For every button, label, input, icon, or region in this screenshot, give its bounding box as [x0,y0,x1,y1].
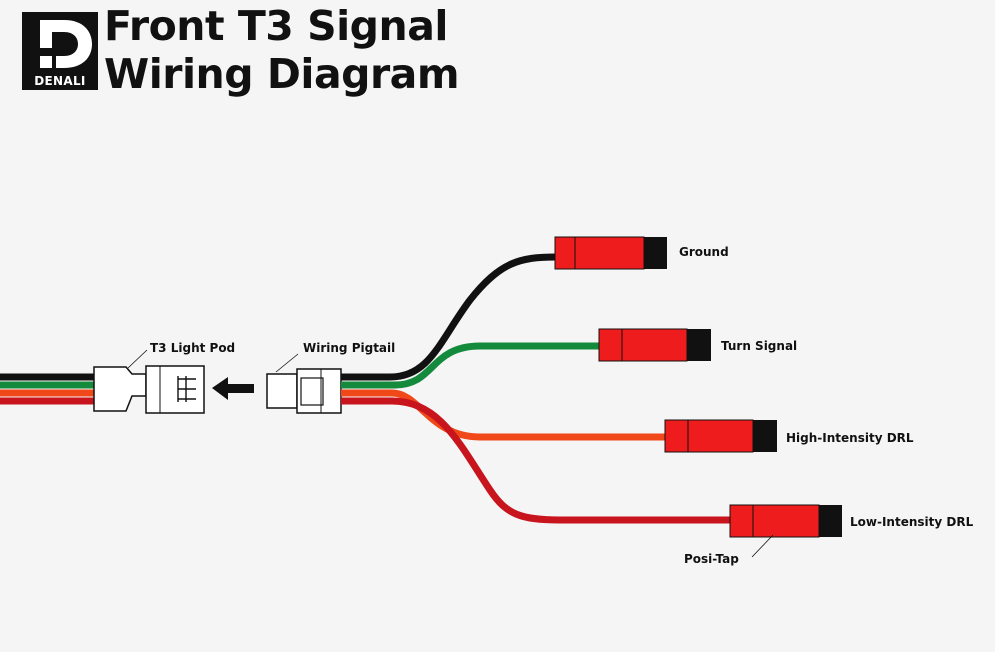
page-title: Front T3 Signal Wiring Diagram [104,2,460,98]
denali-d-mark-icon [28,18,92,74]
pigtail-connector [266,353,342,414]
title-line-1: Front T3 Signal [104,2,448,50]
turn-signal-label: Turn Signal [721,339,797,353]
ground-label: Ground [679,245,729,259]
posi-tap-label: Posi-Tap [684,552,739,566]
light-pod-connector [93,349,205,414]
logo-text: DENALI [34,74,86,88]
light-pod-wires [0,373,96,405]
posi-tap-turn-signal [598,328,711,362]
low-drl-label: Low-Intensity DRL [850,515,974,529]
posi-tap-low-drl [729,504,842,558]
light-pod-label: T3 Light Pod [150,341,235,355]
posi-tap-ground [554,236,667,270]
pigtail-wires [341,253,731,524]
high-drl-label: High-Intensity DRL [786,431,914,445]
pigtail-label: Wiring Pigtail [303,341,395,355]
posi-tap-high-drl [664,419,777,453]
title-line-2: Wiring Diagram [104,50,460,98]
direction-arrow-icon [212,377,254,400]
denali-logo: DENALI [22,12,98,90]
